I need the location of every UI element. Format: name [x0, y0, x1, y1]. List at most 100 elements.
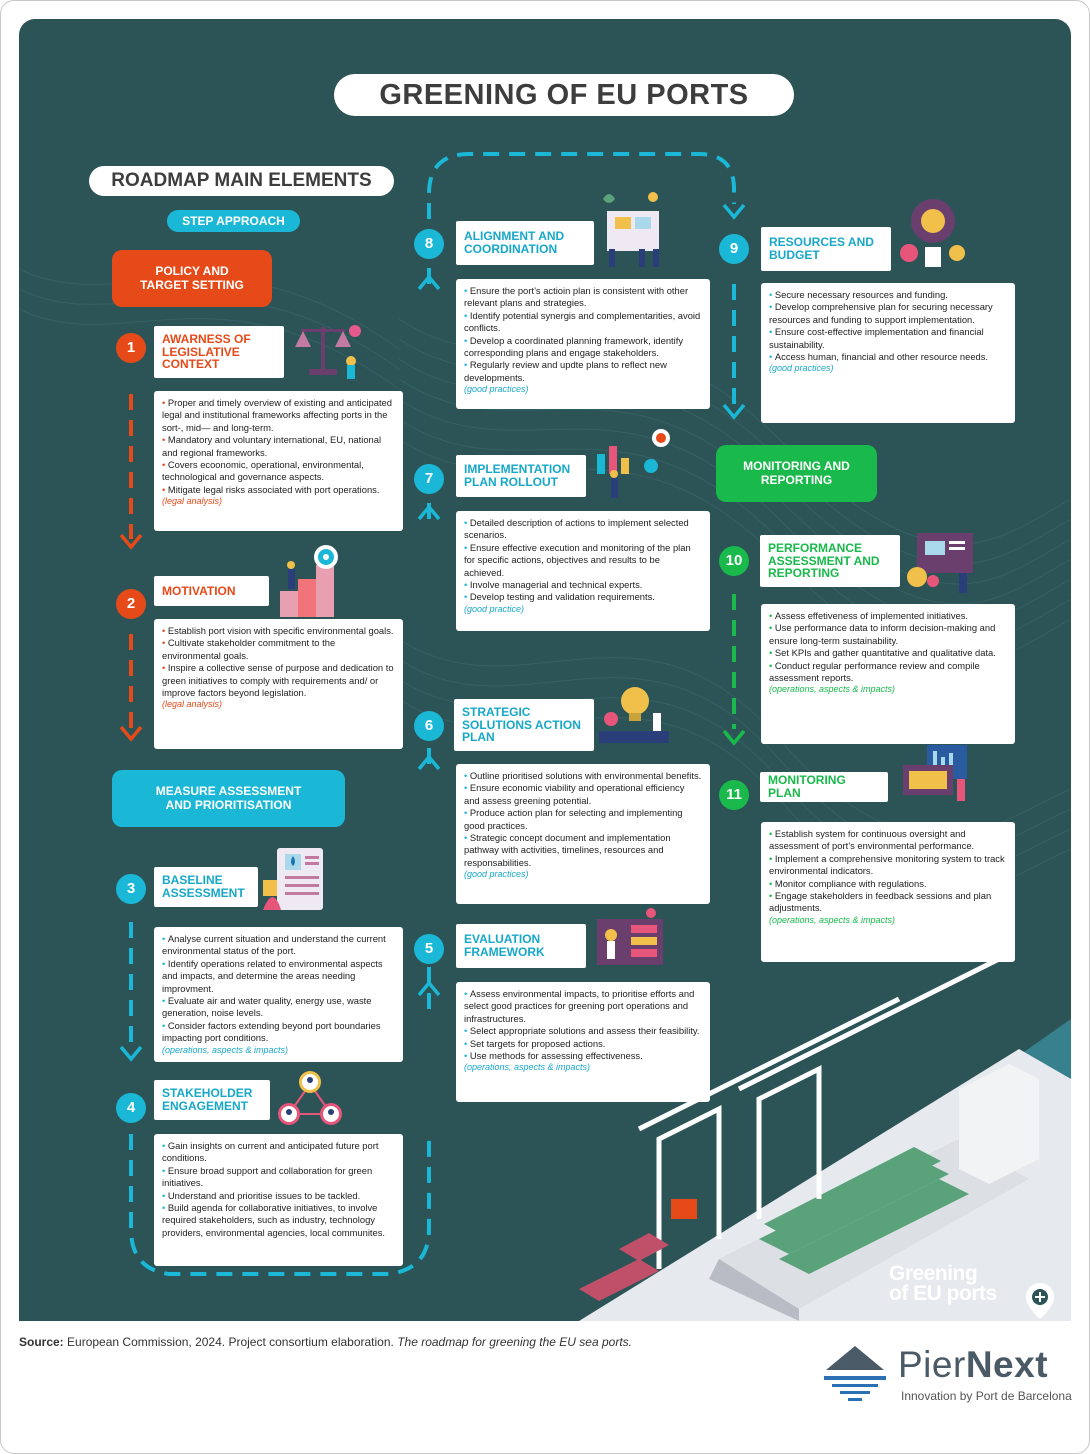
step-9-item: Secure necessary resources and funding.: [769, 289, 1007, 301]
step-9-details: Secure necessary resources and funding. …: [761, 283, 1015, 423]
step-10-details: Assess effetiveness of implemented initi…: [761, 604, 1015, 744]
step-8-item: Regularly review and updte plans to refl…: [464, 359, 702, 384]
piernext-logo-icon: [824, 1346, 886, 1401]
step-10-number: 10: [719, 546, 749, 576]
step-9-item: Access human, financial and other resour…: [769, 351, 1007, 363]
step-11-title: MONITORING PLAN: [760, 772, 888, 802]
step-9-number: 9: [719, 234, 749, 264]
step-1-item: Proper and timely overview of existing a…: [162, 397, 395, 434]
step-8-number: 8: [414, 229, 444, 259]
step-5-title: EVALUATION FRAMEWORK: [456, 924, 586, 968]
step-10-title-line2: ASSESSMENT AND: [768, 553, 880, 568]
step-9-item: Develop comprehensive plan for securing …: [769, 301, 1007, 326]
step-10-note: (operations, aspects & impacts): [769, 684, 896, 695]
step-11-item: Monitor compliance with regulations.: [769, 878, 1007, 890]
step-3-title-line1: BASELINE: [162, 873, 223, 888]
step-8-title-line2: COORDINATION: [464, 242, 558, 256]
step-9-title-line2: BUDGET: [769, 248, 820, 262]
step-6-item: Outline prioritised solutions with envir…: [464, 770, 702, 782]
step-3-title-line2: ASSESSMENT: [162, 886, 245, 900]
step-5-item: Assess environmental impacts, to priorit…: [464, 988, 702, 1025]
piernext-wordmark: PierNext: [898, 1344, 1048, 1386]
step-7-item: Detailed description of actions to imple…: [464, 517, 702, 542]
greening-eu-ports-logo: Greening of EU ports: [889, 1262, 997, 1304]
phase-measure-line2: AND PRIORITISATION: [165, 797, 292, 812]
infographic-panel: GREENING OF EU PORTS ROADMAP MAIN ELEMEN…: [19, 19, 1071, 1321]
monitor-dashboard-icon: [903, 745, 967, 801]
step-4-title-line1: STAKEHOLDER: [162, 1086, 253, 1101]
step-2-item: Cultivate stakeholder commitment to the …: [162, 637, 395, 662]
step-7-title-line1: IMPLEMENTATION: [464, 462, 571, 477]
step-7-note: (good practice): [464, 603, 525, 614]
step-5-title-line1: EVALUATION: [464, 932, 541, 947]
step-4-title: STAKEHOLDER ENGAGEMENT: [154, 1080, 270, 1120]
step-6-item: Strategic concept document and implement…: [464, 832, 702, 869]
step-2-note: (legal analysis): [162, 699, 223, 710]
step-10-item: Set KPIs and gather quantitative and qua…: [769, 647, 1007, 659]
step-10-item: Conduct regular performance review and c…: [769, 660, 1007, 685]
step-3-item: Consider factors extending beyond port b…: [162, 1020, 395, 1045]
step-5-item: Set targets for proposed actions.: [464, 1038, 702, 1050]
step-7-title: IMPLEMENTATION PLAN ROLLOUT: [456, 455, 586, 497]
step-7-number: 7: [414, 464, 444, 494]
step-7-item: Develop testing and validation requireme…: [464, 591, 702, 603]
step-3-title: BASELINE ASSESSMENT: [154, 867, 258, 907]
step-3-note: (operations, aspects & impacts): [162, 1044, 289, 1055]
step-approach-badge: STEP APPROACH: [167, 210, 300, 232]
step-8-details: Ensure the port’s actioin plan is consis…: [456, 279, 710, 409]
step-3-details: Analyse current situation and understand…: [154, 927, 403, 1062]
step-4-item: Ensure broad support and collaboration f…: [162, 1165, 395, 1190]
clipboard-drop-icon: [263, 848, 323, 910]
team-board-icon: [603, 192, 659, 267]
phase-monitoring-line2: REPORTING: [760, 472, 833, 487]
step-11-details: Establish system for continuous oversigh…: [761, 822, 1015, 962]
step-1-title-line3: CONTEXT: [162, 357, 220, 372]
step-10-title-line3: REPORTING: [768, 566, 840, 581]
step-1-title: AWARNESS OF LEGISLATIVE CONTEXT: [154, 326, 284, 378]
step-5-note: (operations, aspects & impacts): [464, 1062, 591, 1073]
step-3-number: 3: [116, 874, 146, 904]
step-1-details: Proper and timely overview of existing a…: [154, 391, 403, 531]
step-5-item: Select appropriate solutions and assess …: [464, 1025, 702, 1037]
step-7-details: Detailed description of actions to imple…: [456, 511, 710, 631]
step-1-item: Mitigate legal risks associated with por…: [162, 484, 395, 496]
step-6-item: Produce action plan for selecting and im…: [464, 807, 702, 832]
phase-monitoring-line1: MONITORING AND: [743, 459, 850, 474]
location-pin-icon: [1026, 1283, 1054, 1319]
step-8-item: Identify potential synergis and compleme…: [464, 310, 702, 335]
step-1-item: Covers ecoonomic, operational, environme…: [162, 459, 395, 484]
step-6-title-line3: PLAN: [462, 730, 495, 745]
step-1-note: (legal analysis): [162, 496, 223, 507]
step-11-item: Establish system for continuous oversigh…: [769, 828, 1007, 853]
step-4-number: 4: [116, 1093, 146, 1123]
step-2-details: Establish port vision with specific envi…: [154, 619, 403, 749]
step-2-item: Inspire a collective sense of purpose an…: [162, 662, 395, 699]
performance-report-icon: [907, 533, 973, 593]
target-stairs-icon: [280, 545, 338, 617]
step-6-title-line1: STRATEGIC: [462, 704, 531, 719]
step-8-title-line1: ALIGNMENT AND: [464, 229, 565, 244]
flow-arrows: [119, 152, 746, 1276]
step-11-item: Engage stakeholders in feedback sessions…: [769, 890, 1007, 915]
step-1-title-line1: AWARNESS OF: [162, 331, 251, 346]
step-4-item: Build agenda for collaborative initiativ…: [162, 1202, 395, 1239]
step-10-item: Assess effetiveness of implemented initi…: [769, 610, 1007, 622]
phase-policy-line2: TARGET SETTING: [140, 277, 244, 292]
step-2-title-line1: MOTIVATION: [162, 583, 236, 598]
step-5-number: 5: [414, 934, 444, 964]
brand-line1: Greening: [889, 1262, 978, 1285]
rollout-chart-icon: [597, 429, 670, 498]
source-label: Source:: [19, 1335, 64, 1349]
step-11-number: 11: [719, 780, 749, 810]
evaluation-board-icon: [597, 908, 663, 965]
source-text: European Commission, 2024. Project conso…: [63, 1335, 398, 1349]
step-4-item: Gain insights on current and anticipated…: [162, 1140, 395, 1165]
step-5-details: Assess environmental impacts, to priorit…: [456, 982, 710, 1102]
lightbulb-gears-icon: [599, 687, 669, 743]
source-title: The roadmap for greening the EU sea port…: [397, 1335, 632, 1349]
people-network-icon: [278, 1071, 342, 1125]
source-caption: Source: European Commission, 2024. Proje…: [19, 1335, 632, 1349]
step-6-title: STRATEGIC SOLUTIONS ACTION PLAN: [454, 699, 594, 751]
